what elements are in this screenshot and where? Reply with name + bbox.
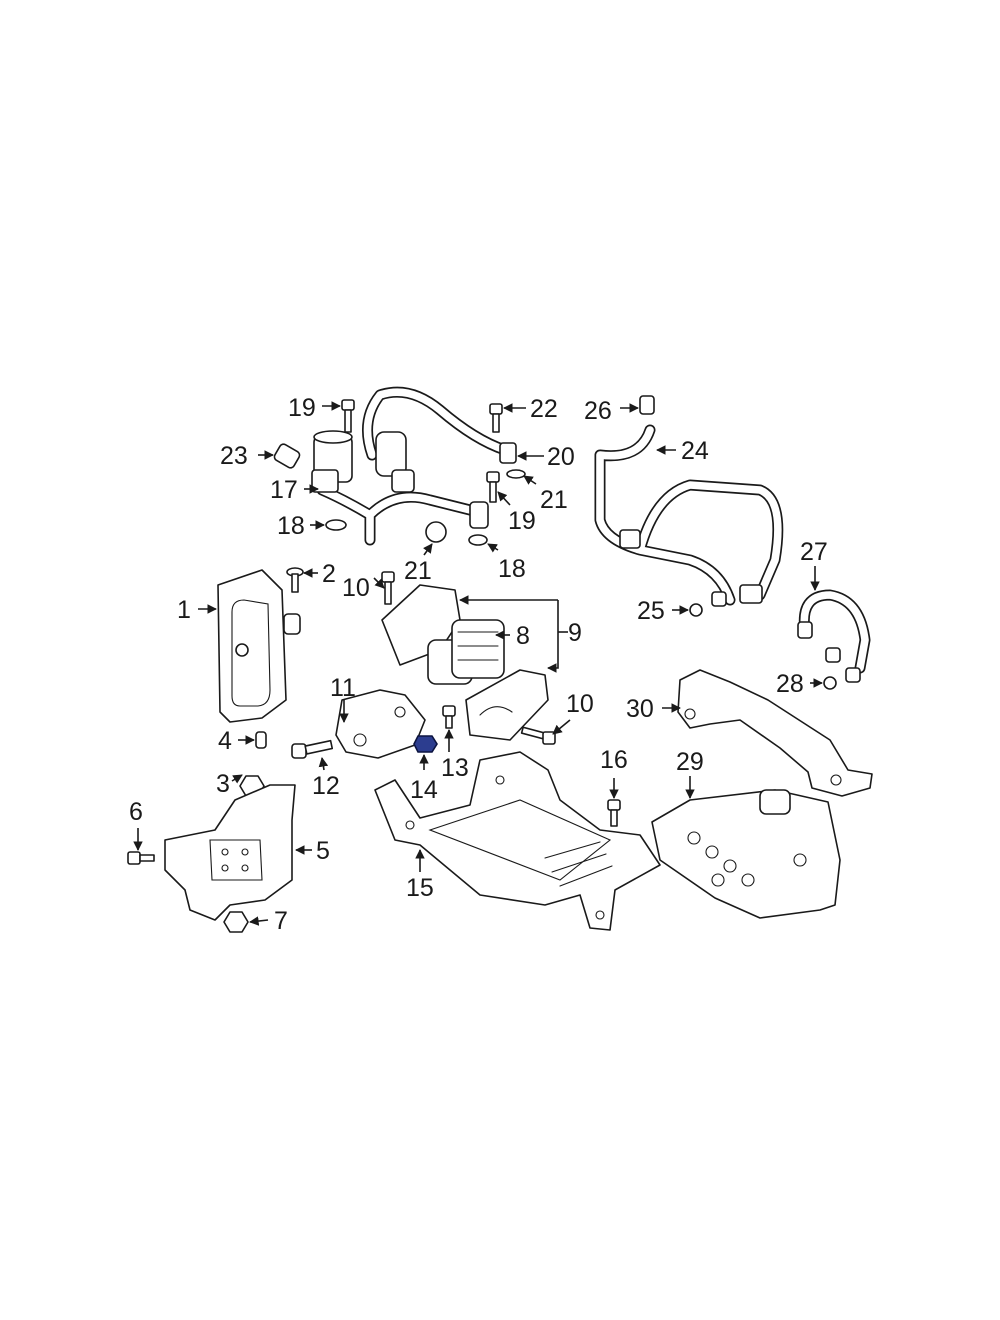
callout-21-upper: 21 <box>540 486 568 514</box>
callout-22: 22 <box>530 395 558 423</box>
callout-21-lower: 21 <box>404 557 432 585</box>
callout-29: 29 <box>676 748 704 776</box>
callout-15: 15 <box>406 874 434 902</box>
callout-26: 26 <box>584 397 612 425</box>
part-13-bolt[interactable] <box>442 705 456 729</box>
callout-19-lower: 19 <box>508 507 536 535</box>
callout-14: 14 <box>410 776 438 804</box>
part-29-module[interactable] <box>651 789 841 919</box>
part-21-seal-lower[interactable] <box>425 521 447 543</box>
callout-20: 20 <box>547 443 575 471</box>
callout-17: 17 <box>270 476 298 504</box>
part-24-suction-line[interactable] <box>594 424 784 607</box>
callout-5: 5 <box>316 837 330 865</box>
part-28-o-ring[interactable] <box>823 676 837 690</box>
leader-lines <box>133 401 823 926</box>
callout-27: 27 <box>800 538 828 566</box>
part-5-mounting-bracket[interactable] <box>164 784 296 921</box>
part-19-bolt-lower[interactable] <box>486 471 500 503</box>
callout-23: 23 <box>220 442 248 470</box>
part-12-bolt[interactable] <box>291 739 334 759</box>
callout-labels: 1 2 3 4 5 6 7 8 9 10 10 11 12 13 14 15 1… <box>129 394 828 935</box>
callout-18-right: 18 <box>498 555 526 583</box>
part-7-nut[interactable] <box>223 911 249 933</box>
callout-9: 9 <box>568 619 582 647</box>
part-22-bolt[interactable] <box>489 403 503 433</box>
callout-7: 7 <box>274 907 288 935</box>
part-10-bolt-upper[interactable] <box>381 571 395 605</box>
callout-28: 28 <box>776 670 804 698</box>
callout-4: 4 <box>218 727 232 755</box>
callout-8: 8 <box>516 622 530 650</box>
callout-25: 25 <box>637 597 665 625</box>
part-4-spacer[interactable] <box>255 731 267 749</box>
callout-10-upper: 10 <box>342 574 370 602</box>
part-26-cap[interactable] <box>639 395 655 415</box>
callout-16: 16 <box>600 746 628 774</box>
callout-1: 1 <box>177 596 191 624</box>
callout-2: 2 <box>322 560 336 588</box>
callout-6: 6 <box>129 798 143 826</box>
part-25-o-ring[interactable] <box>689 603 703 617</box>
part-15-crossmember[interactable] <box>374 751 661 931</box>
callout-19-upper: 19 <box>288 394 316 422</box>
part-18-o-ring-right[interactable] <box>468 534 488 546</box>
part-27-hose[interactable] <box>797 589 871 683</box>
part-30-bracket[interactable] <box>677 669 873 797</box>
part-19-bolt-upper[interactable] <box>341 399 355 433</box>
part-1-reservoir[interactable] <box>217 569 301 723</box>
callout-30: 30 <box>626 695 654 723</box>
part-20-discharge-hose[interactable] <box>362 386 517 493</box>
callout-3: 3 <box>216 770 230 798</box>
part-18-o-ring-left[interactable] <box>325 519 347 531</box>
callout-24: 24 <box>681 437 709 465</box>
part-16-bolt[interactable] <box>607 799 621 827</box>
part-2-bolt[interactable] <box>286 567 304 593</box>
callout-13: 13 <box>441 754 469 782</box>
callout-18-left: 18 <box>277 512 305 540</box>
callout-11: 11 <box>330 674 356 702</box>
part-9-compressor-assembly[interactable] <box>381 584 549 741</box>
callout-10-lower: 10 <box>566 690 594 718</box>
part-23-pressure-switch[interactable] <box>273 443 301 470</box>
part-10-bolt-lower[interactable] <box>520 726 556 745</box>
callout-12: 12 <box>312 772 340 800</box>
part-21-o-ring-upper[interactable] <box>506 469 526 479</box>
part-14-nut-highlighted[interactable] <box>413 735 438 753</box>
part-6-bolt[interactable] <box>127 851 155 865</box>
